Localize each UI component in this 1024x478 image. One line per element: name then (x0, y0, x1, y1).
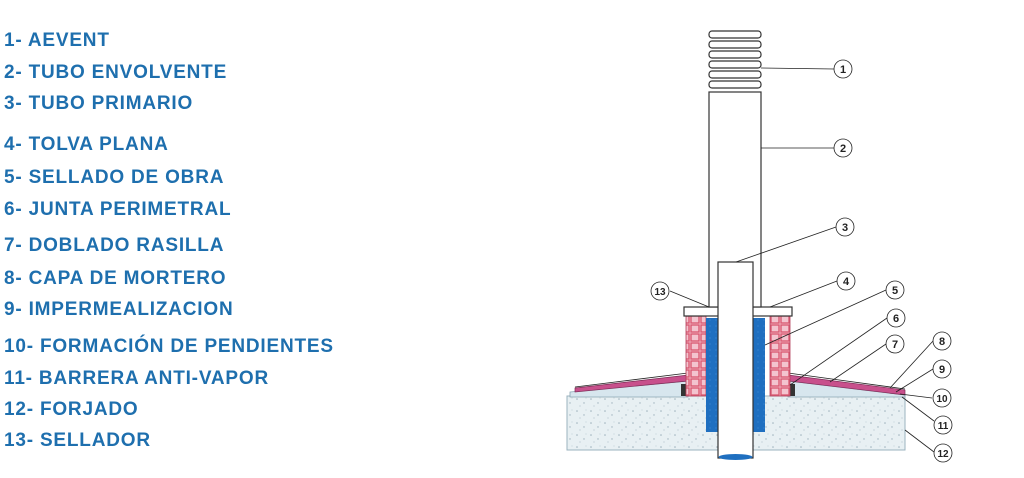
callout-label-11: 11 (938, 421, 949, 432)
callout-label-6: 6 (893, 313, 899, 325)
callout-label-1: 1 (840, 64, 846, 76)
callout-label-2: 2 (840, 143, 846, 155)
callout-5 (764, 280, 905, 346)
callout-9 (895, 359, 952, 393)
callout-label-13: 13 (654, 287, 666, 298)
callouts (650, 59, 953, 463)
legend-item-10: 10- FORMACIÓN DE PENDIENTES (4, 336, 334, 357)
callout-1 (760, 59, 853, 79)
legend-item-3: 3- TUBO PRIMARIO (4, 93, 194, 114)
callout-label-12: 12 (937, 449, 949, 460)
callout-2 (761, 138, 853, 158)
callout-label-5: 5 (892, 285, 898, 297)
callout-8 (889, 331, 952, 389)
callout-11 (901, 396, 953, 435)
callout-10 (899, 388, 952, 408)
callout-7 (829, 334, 905, 383)
callout-label-3: 3 (842, 222, 848, 234)
primary-tube (717, 261, 754, 460)
legend-item-2: 2- TUBO ENVOLVENTE (4, 62, 228, 83)
legend-item-1: 1- AEVENT (4, 30, 110, 51)
legend-item-7: 7- DOBLADO RASILLA (4, 235, 225, 256)
legend-item-5: 5- SELLADO DE OBRA (4, 167, 225, 188)
callout-4 (769, 271, 856, 308)
callout-6 (789, 308, 906, 386)
callout-label-7: 7 (892, 339, 898, 351)
legend-item-11: 11- BARRERA ANTI-VAPOR (4, 368, 269, 389)
callout-label-10: 10 (936, 394, 948, 405)
legend-item-9: 9- IMPERMEALIZACION (4, 299, 234, 320)
callout-12 (904, 429, 953, 463)
legend-item-13: 13- SELLADOR (4, 430, 151, 451)
legend-item-12: 12- FORJADO (4, 399, 139, 420)
legend-item-4: 4- TOLVA PLANA (4, 134, 169, 155)
callout-label-4: 4 (843, 276, 850, 288)
callout-label-8: 8 (939, 336, 945, 348)
legend-item-6: 6- JUNTA PERIMETRAL (4, 199, 232, 220)
callout-3 (735, 217, 855, 263)
callout-label-9: 9 (939, 364, 945, 376)
callout-13 (650, 281, 710, 308)
aevent-head (708, 30, 762, 89)
blue-sealing (706, 318, 765, 432)
legend-item-8: 8- CAPA DE MORTERO (4, 268, 227, 289)
